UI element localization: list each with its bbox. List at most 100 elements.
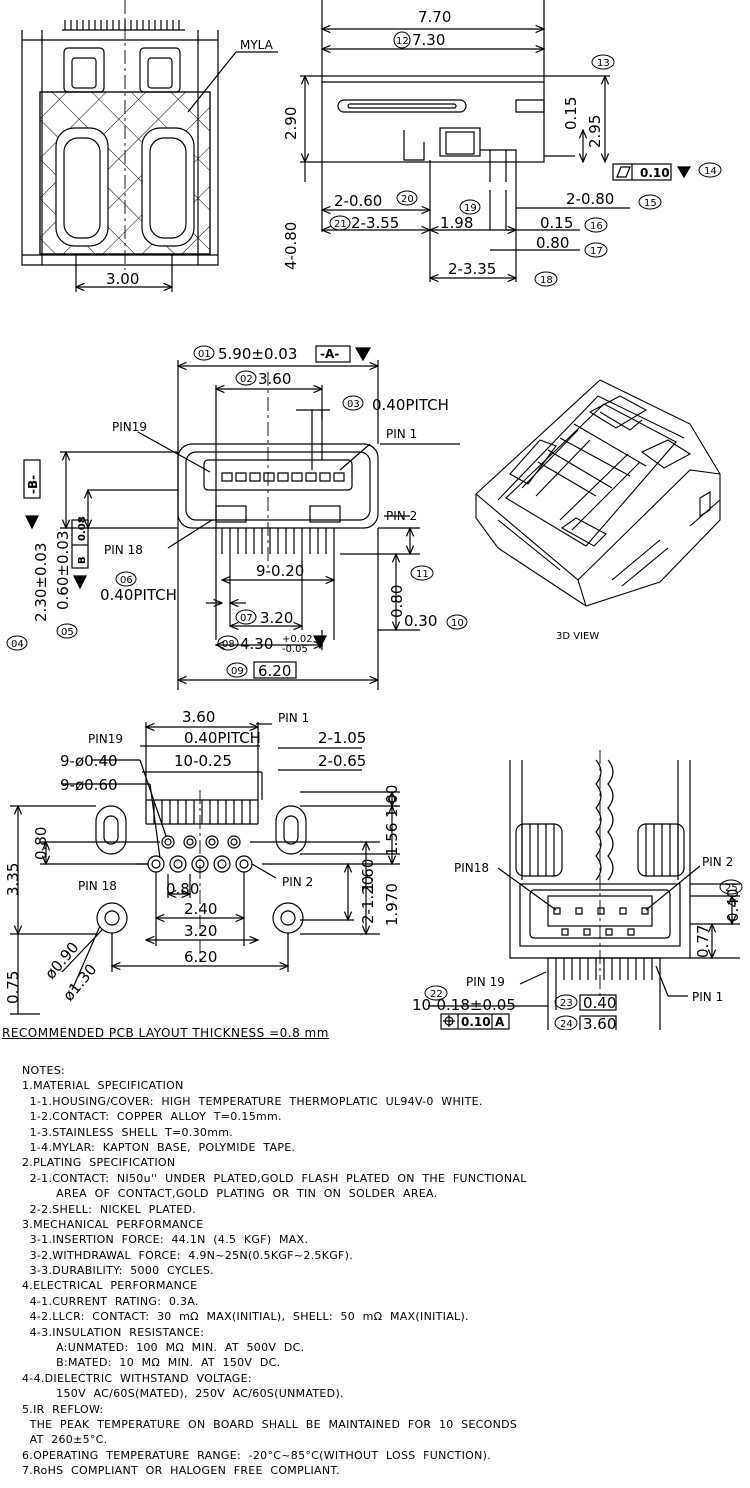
pcb-dim-hole040: 9-ø0.40	[60, 752, 118, 770]
bottom-label-pin1: PIN 1	[692, 990, 723, 1004]
callout-01	[193, 345, 215, 361]
callout-07	[235, 609, 257, 625]
tol-datum: B	[77, 556, 88, 564]
position-tol-value: 0.10	[461, 1015, 491, 1029]
note-line: 150V AC/60S(MATED), 250V AC/60S(UNMATED)…	[22, 1387, 344, 1401]
dim-0-15: 0.15	[540, 214, 573, 232]
pcb-dim-2-1-20: 2-1.20	[359, 876, 377, 924]
pcb-dim-3-35: 3.35	[4, 863, 22, 896]
pcb-dim-3-60: 3.60	[182, 708, 215, 726]
bottom-label-pin2: PIN 2	[702, 855, 733, 869]
callout-14	[698, 162, 722, 178]
notes-block: NOTES:1.MATERIAL SPECIFICATION 1-1.HOUSI…	[22, 1063, 527, 1479]
label-pin18: PIN 18	[104, 543, 143, 557]
callout-06-text: 06	[120, 575, 133, 586]
callout-08	[217, 635, 239, 651]
callout-01-text: 01	[198, 349, 211, 360]
pcb-label-pin1: PIN 1	[278, 711, 309, 725]
bottom-dim-10-0-18: 10-0.18±0.05	[412, 996, 516, 1014]
pcb-layout-note-text: RECOMMENDED PCB LAYOUT THICKNESS =0.8 mm	[2, 1026, 329, 1040]
dim-2-30: 2.30±0.03	[32, 543, 50, 622]
callout-22-text: 22	[430, 989, 443, 1000]
front-view	[23, 345, 460, 690]
callout-11-text: 11	[416, 569, 429, 580]
callout-15-text: 15	[644, 198, 657, 209]
dim-2-0-80: 2-0.80	[566, 190, 614, 208]
side-view	[300, 0, 692, 282]
callout-19	[459, 199, 481, 215]
note-line: 6.OPERATING TEMPERATURE RANGE: -20°C~85°…	[22, 1448, 492, 1462]
pcb-dim-1-00: 1.00	[383, 785, 401, 818]
dim-2-90: 2.90	[282, 107, 300, 140]
tol-minus: -0.05	[282, 644, 308, 655]
callout-19-text: 19	[464, 203, 477, 214]
callout-24-text: 24	[560, 1019, 573, 1030]
dim-3-20: 3.20	[260, 609, 293, 627]
flatness-value: 0.10	[640, 166, 670, 180]
callout-06	[115, 571, 137, 587]
pcb-dim-1-56: 1.56	[383, 823, 401, 856]
callout-20	[396, 190, 418, 206]
label-pin19: PIN19	[112, 420, 147, 434]
callout-03-text: 03	[347, 399, 360, 410]
note-line: THE PEAK TEMPERATURE ON BOARD SHALL BE M…	[22, 1417, 518, 1431]
dim-0-80: 0.80	[536, 234, 569, 252]
position-tol-datum: A	[495, 1015, 505, 1029]
note-line: 3-1.INSERTION FORCE: 44.1N (4.5 KGF) MAX…	[22, 1233, 309, 1247]
pcb-dim-hole060: 9-ø0.60	[60, 776, 118, 794]
callout-05	[56, 623, 78, 639]
pcb-layout	[10, 722, 400, 1015]
datum-b: -B-	[26, 475, 40, 494]
note-line: 3-3.DURABILITY: 5000 CYCLES.	[22, 1264, 214, 1278]
callout-03	[342, 395, 364, 411]
callout-17	[584, 242, 608, 258]
callout-14-text: 14	[704, 166, 717, 177]
bottom-label-pin18: PIN18	[454, 861, 489, 875]
pcb-label-pin18: PIN 18	[78, 879, 117, 893]
pcb-dim-2-0-65: 2-0.65	[318, 752, 366, 770]
dim-2-95: 2.95	[586, 115, 604, 148]
pcb-dim-2-1-05: 2-1.05	[318, 729, 366, 747]
drawing-sheet: MYLA 3.00	[4, 0, 743, 1030]
pcb-dim-1-970: 1.970	[383, 883, 401, 926]
pcb-dim-0-80: 0.80	[166, 880, 199, 898]
dim-7-30: 7.30	[412, 31, 445, 49]
dim-2-3-55: 2-3.55	[351, 214, 399, 232]
callout-17-text: 17	[590, 246, 603, 257]
note-line: 1-3.STAINLESS SHELL T=0.30mm.	[22, 1125, 234, 1139]
callout-23-text: 23	[560, 998, 573, 1009]
dim-0-60: 0.60±0.03	[54, 531, 72, 610]
datum-a: -A-	[320, 347, 339, 361]
dim-0-15-vert: 0.15	[562, 97, 580, 130]
callout-24	[554, 1015, 578, 1030]
callout-25-text: 25	[725, 883, 738, 894]
bottom-dim-0-40: 0.40	[724, 889, 742, 922]
note-line: 4-2.LLCR: CONTACT: 30 mΩ MAX(INITIAL), S…	[22, 1310, 469, 1324]
dim-1-98: 1.98	[440, 214, 473, 232]
label-pin1: PIN 1	[386, 427, 417, 441]
pcb-label-pin19: PIN19	[88, 732, 123, 746]
callout-10	[446, 614, 468, 630]
note-line: 1-2.CONTACT: COPPER ALLOY T=0.15mm.	[22, 1110, 282, 1124]
pcb-dim-3-20: 3.20	[184, 922, 217, 940]
callout-10-text: 10	[451, 618, 464, 629]
pin-comb-top	[62, 20, 185, 31]
dim-9-0-20: 9-0.20	[256, 562, 304, 580]
pcb-dim-pitch: 0.40PITCH	[184, 729, 261, 747]
pcb-dim-1-60: 1.60	[359, 859, 377, 892]
dim-4-30: 4.30	[240, 635, 273, 653]
note-line: B:MATED: 10 MΩ MIN. AT 150V DC.	[22, 1356, 281, 1370]
callout-25	[719, 879, 743, 895]
callout-04-text: 04	[11, 639, 24, 650]
note-line: 7.RoHS COMPLIANT OR HALOGEN FREE COMPLIA…	[22, 1464, 340, 1478]
pcb-dim-2-40: 2.40	[184, 900, 217, 918]
dim-pitch: 0.40PITCH	[372, 396, 449, 414]
note-line: 4.ELECTRICAL PERFORMANCE	[22, 1279, 198, 1293]
callout-05-text: 05	[61, 627, 74, 638]
note-line: 1-4.MYLAR: KAPTON BASE, POLYMIDE TAPE.	[22, 1140, 296, 1154]
bottom-label-pin19: PIN 19	[466, 975, 505, 989]
mylar-label: MYLA	[240, 38, 274, 52]
callout-02	[235, 370, 257, 386]
callout-22	[424, 985, 448, 1001]
callout-11	[410, 565, 434, 581]
